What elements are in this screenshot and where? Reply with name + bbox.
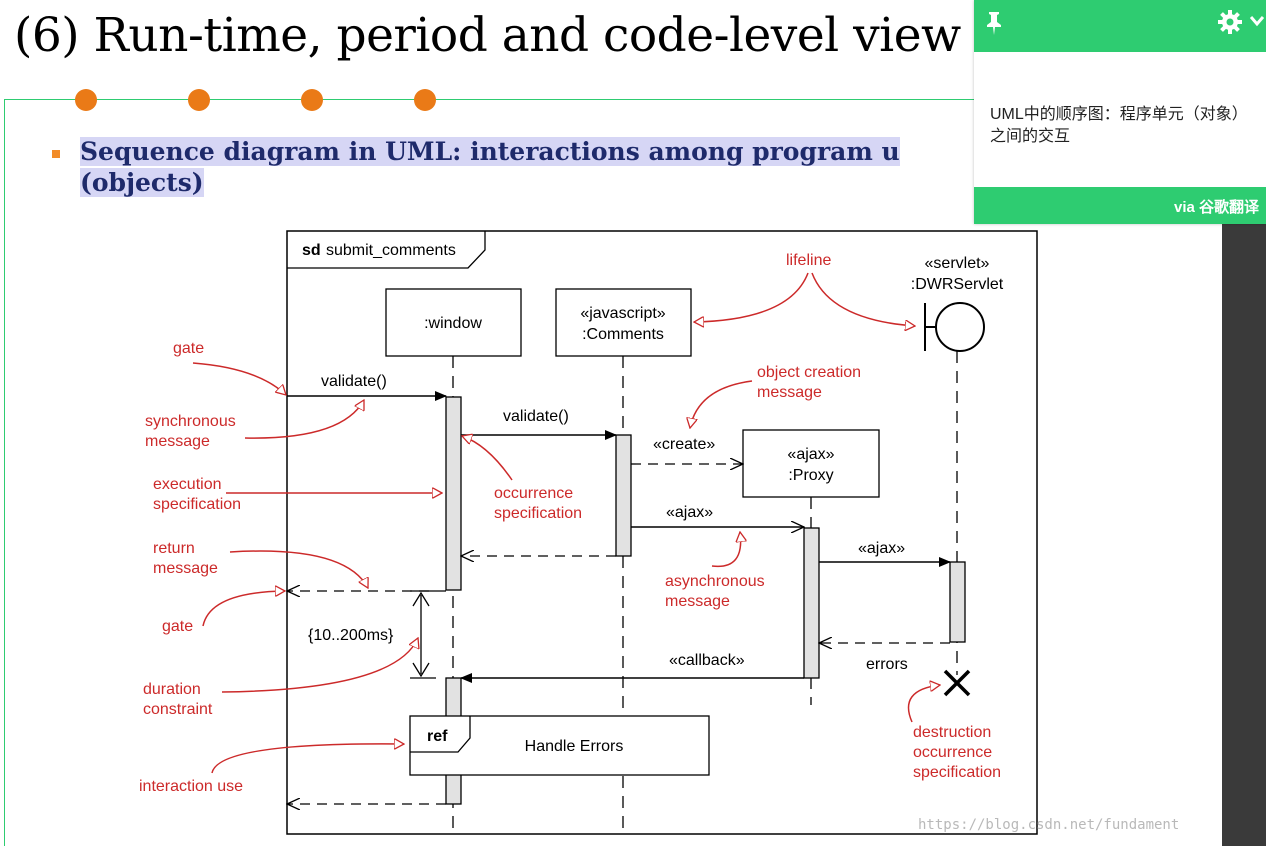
annot-interaction-use: interaction use bbox=[139, 778, 243, 795]
annot-async-2: message bbox=[665, 593, 730, 610]
translate-popup-footer[interactable]: via 谷歌翻译 bbox=[974, 187, 1266, 224]
decor-dot bbox=[188, 89, 210, 111]
msg-callback-label: «callback» bbox=[669, 652, 745, 669]
annot-arrow-gate-bottom bbox=[202, 591, 285, 627]
msg-ajax-1-label: «ajax» bbox=[666, 504, 713, 521]
lifeline-proxy-stereotype: «ajax» bbox=[787, 446, 834, 463]
translation-line-2: 之间的交互 bbox=[990, 128, 1071, 145]
annot-sync-2: message bbox=[145, 433, 210, 450]
translate-popup-header bbox=[974, 0, 1266, 52]
annot-arrow-destruction bbox=[907, 685, 941, 723]
annot-duration-2: constraint bbox=[143, 701, 213, 718]
content-frame-border bbox=[4, 99, 5, 846]
boundary-icon-circle bbox=[935, 302, 985, 352]
chevron-down-icon[interactable] bbox=[1249, 14, 1265, 33]
translate-popup: UML中的顺序图：程序单元（对象） 之间的交互 via 谷歌翻译 bbox=[974, 0, 1266, 224]
duration-arrow-bottom bbox=[412, 662, 430, 678]
annot-exec-1: execution bbox=[153, 476, 222, 493]
bullet-line-1: Sequence diagram in UML: interactions am… bbox=[80, 137, 900, 166]
annot-destruction-3: specification bbox=[913, 764, 1001, 781]
bullet-text: Sequence diagram in UML: interactions am… bbox=[80, 136, 980, 198]
gear-icon[interactable] bbox=[1218, 10, 1242, 39]
title-divider bbox=[4, 99, 1004, 100]
lifeline-servlet-stereotype: «servlet» bbox=[925, 255, 990, 272]
ref-frame bbox=[409, 715, 710, 776]
duration-constraint-label: {10..200ms} bbox=[308, 627, 394, 644]
annot-destruction-2: occurrence bbox=[913, 744, 992, 761]
annot-gate-bottom: gate bbox=[162, 618, 193, 635]
activation-comments bbox=[615, 434, 632, 557]
destruction-x-b bbox=[943, 669, 971, 697]
side-panel-strip bbox=[1222, 224, 1266, 846]
msg-validate-1-label: validate() bbox=[321, 373, 387, 390]
lifeline-window-label: :window bbox=[424, 315, 482, 332]
annot-return-2: message bbox=[153, 560, 218, 577]
msg-errors-label: errors bbox=[866, 656, 908, 673]
annot-arrow-asynchronous bbox=[711, 532, 741, 568]
lifeline-comments-stereotype: «javascript» bbox=[580, 305, 665, 322]
annot-arrow-gate-top bbox=[192, 362, 286, 395]
annot-lifeline: lifeline bbox=[786, 252, 831, 269]
annot-return-1: return bbox=[153, 540, 195, 557]
annot-destruction-1: destruction bbox=[913, 724, 991, 741]
annot-arrow-duration bbox=[221, 638, 418, 693]
annot-object-creation-2: message bbox=[757, 384, 822, 401]
lifeline-proxy-box bbox=[742, 429, 880, 498]
translation-text: UML中的顺序图：程序单元（对象） 之间的交互 bbox=[990, 104, 1266, 148]
lifeline-proxy-name: :Proxy bbox=[788, 467, 833, 484]
activation-proxy bbox=[803, 527, 820, 679]
activation-servlet bbox=[949, 561, 966, 643]
annot-arrow-interaction-use bbox=[211, 744, 404, 774]
annot-async-1: asynchronous bbox=[665, 573, 765, 590]
annot-arrow-occurrence bbox=[462, 436, 513, 481]
translate-source-link[interactable]: via 谷歌翻译 bbox=[1174, 199, 1260, 216]
annot-arrow-return bbox=[229, 550, 368, 588]
decor-dot bbox=[75, 89, 97, 111]
lifeline-comments-name: :Comments bbox=[582, 326, 664, 343]
annot-gate-top: gate bbox=[173, 340, 204, 357]
sd-frame-tab bbox=[287, 231, 486, 269]
annot-arrow-sync bbox=[244, 400, 365, 439]
translation-line-1: UML中的顺序图：程序单元（对象） bbox=[990, 106, 1248, 123]
annot-arrow-lifeline-right bbox=[811, 272, 915, 326]
annot-duration-1: duration bbox=[143, 681, 201, 698]
bullet-marker bbox=[52, 150, 60, 158]
annot-exec-2: specification bbox=[153, 496, 241, 513]
annot-arrow-object-creation bbox=[690, 380, 753, 428]
annot-occurrence-1: occurrence bbox=[494, 485, 573, 502]
watermark: https://blog.csdn.net/fundament bbox=[918, 817, 1180, 833]
annot-object-creation-1: object creation bbox=[757, 364, 861, 381]
activation-window-1 bbox=[445, 396, 462, 591]
annot-arrow-lifeline-left bbox=[694, 272, 809, 322]
ref-name: Handle Errors bbox=[525, 738, 624, 755]
frame-name: submit_comments bbox=[326, 242, 456, 259]
sd-frame bbox=[286, 230, 1038, 835]
msg-validate-2-label: validate() bbox=[503, 408, 569, 425]
pin-icon[interactable] bbox=[984, 10, 1004, 41]
bullet-line-2: (objects) bbox=[80, 168, 204, 197]
lifeline-comments-box bbox=[555, 288, 692, 357]
msg-create-label: «create» bbox=[653, 436, 715, 453]
ref-keyword: ref bbox=[427, 728, 448, 745]
msg-ajax-2-label: «ajax» bbox=[858, 540, 905, 557]
duration-arrow-top bbox=[412, 591, 430, 607]
annot-sync-1: synchronous bbox=[145, 413, 236, 430]
lifeline-servlet-name: :DWRServlet bbox=[911, 276, 1004, 293]
ref-frame-tab bbox=[410, 716, 471, 753]
slide-title: (6) Run-time, period and code-level view bbox=[14, 8, 961, 63]
decor-dot bbox=[301, 89, 323, 111]
annot-occurrence-2: specification bbox=[494, 505, 582, 522]
frame-keyword: sd bbox=[302, 242, 321, 259]
decor-dot bbox=[414, 89, 436, 111]
lifeline-window-box bbox=[385, 288, 522, 357]
